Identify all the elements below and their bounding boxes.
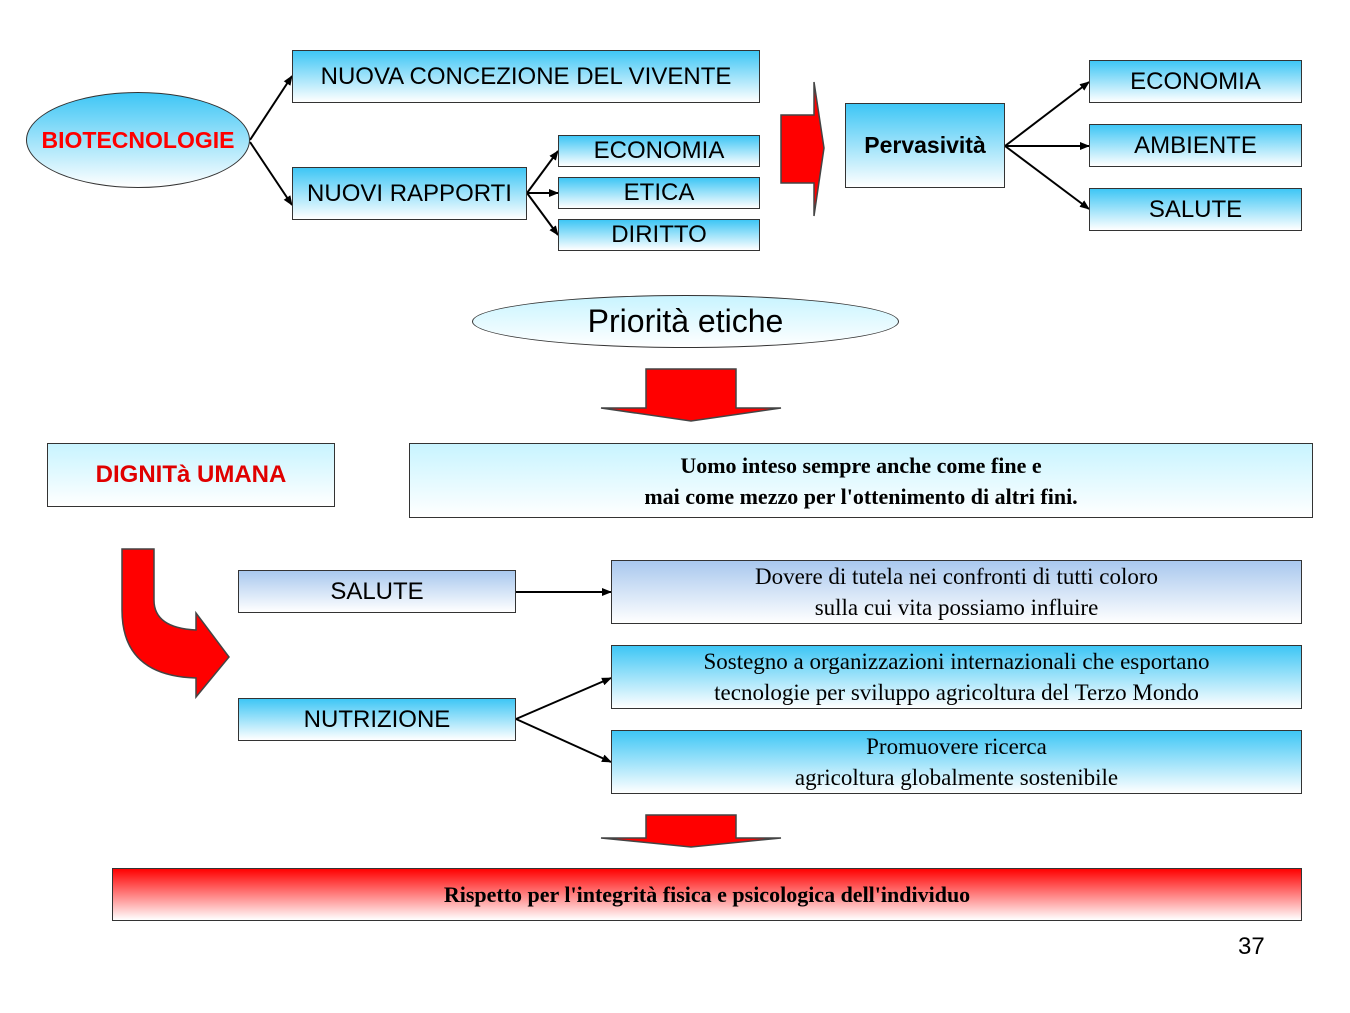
down-block-arrow-2-icon	[600, 814, 782, 848]
sostegno-box: Sostegno a organizzazioni internazionali…	[611, 645, 1302, 709]
page-number: 37	[1238, 933, 1265, 960]
concezione-box: NUOVA CONCEZIONE DEL VIVENTE	[292, 50, 760, 103]
economia-area-box: ECONOMIA	[1089, 60, 1302, 103]
ambiente-area-box: AMBIENTE	[1089, 124, 1302, 167]
arrow-to-concezione	[249, 75, 293, 141]
priorita-etiche-ellipse: Priorità etiche	[472, 295, 899, 348]
etica-box: ETICA	[558, 177, 760, 209]
down-block-arrow-icon	[600, 368, 782, 422]
biotecnologie-node: BIOTECNOLOGIE	[26, 92, 250, 188]
arrow-nutrizione-promuovere	[515, 718, 612, 763]
salute-area-box: SALUTE	[1089, 188, 1302, 231]
dignita-box: DIGNITà UMANA	[47, 443, 335, 507]
curved-arrow-icon	[121, 548, 230, 700]
arrow-nutrizione-sostegno	[515, 677, 612, 720]
arrow-to-rapporti	[249, 141, 293, 206]
salute-box: SALUTE	[238, 570, 516, 613]
right-block-arrow-icon	[780, 81, 825, 217]
pervasivita-box: Pervasività	[845, 103, 1005, 188]
diritto-box: DIRITTO	[558, 219, 760, 251]
nutrizione-box: NUTRIZIONE	[238, 698, 516, 741]
definition-box: Uomo inteso sempre anche come fine e mai…	[409, 443, 1313, 518]
dovere-box: Dovere di tutela nei confronti di tutti …	[611, 560, 1302, 624]
arrow-to-economia	[526, 150, 559, 194]
economia-box: ECONOMIA	[558, 135, 760, 167]
arrow-to-economia-2	[1004, 81, 1090, 147]
promuovere-box: Promuovere ricerca agricoltura globalmen…	[611, 730, 1302, 794]
rapporti-box: NUOVI RAPPORTI	[292, 167, 527, 220]
conclusion-bar: Rispetto per l'integrità fisica e psicol…	[112, 868, 1302, 921]
arrow-to-diritto	[526, 192, 559, 236]
arrow-to-salute-2	[1004, 145, 1090, 210]
